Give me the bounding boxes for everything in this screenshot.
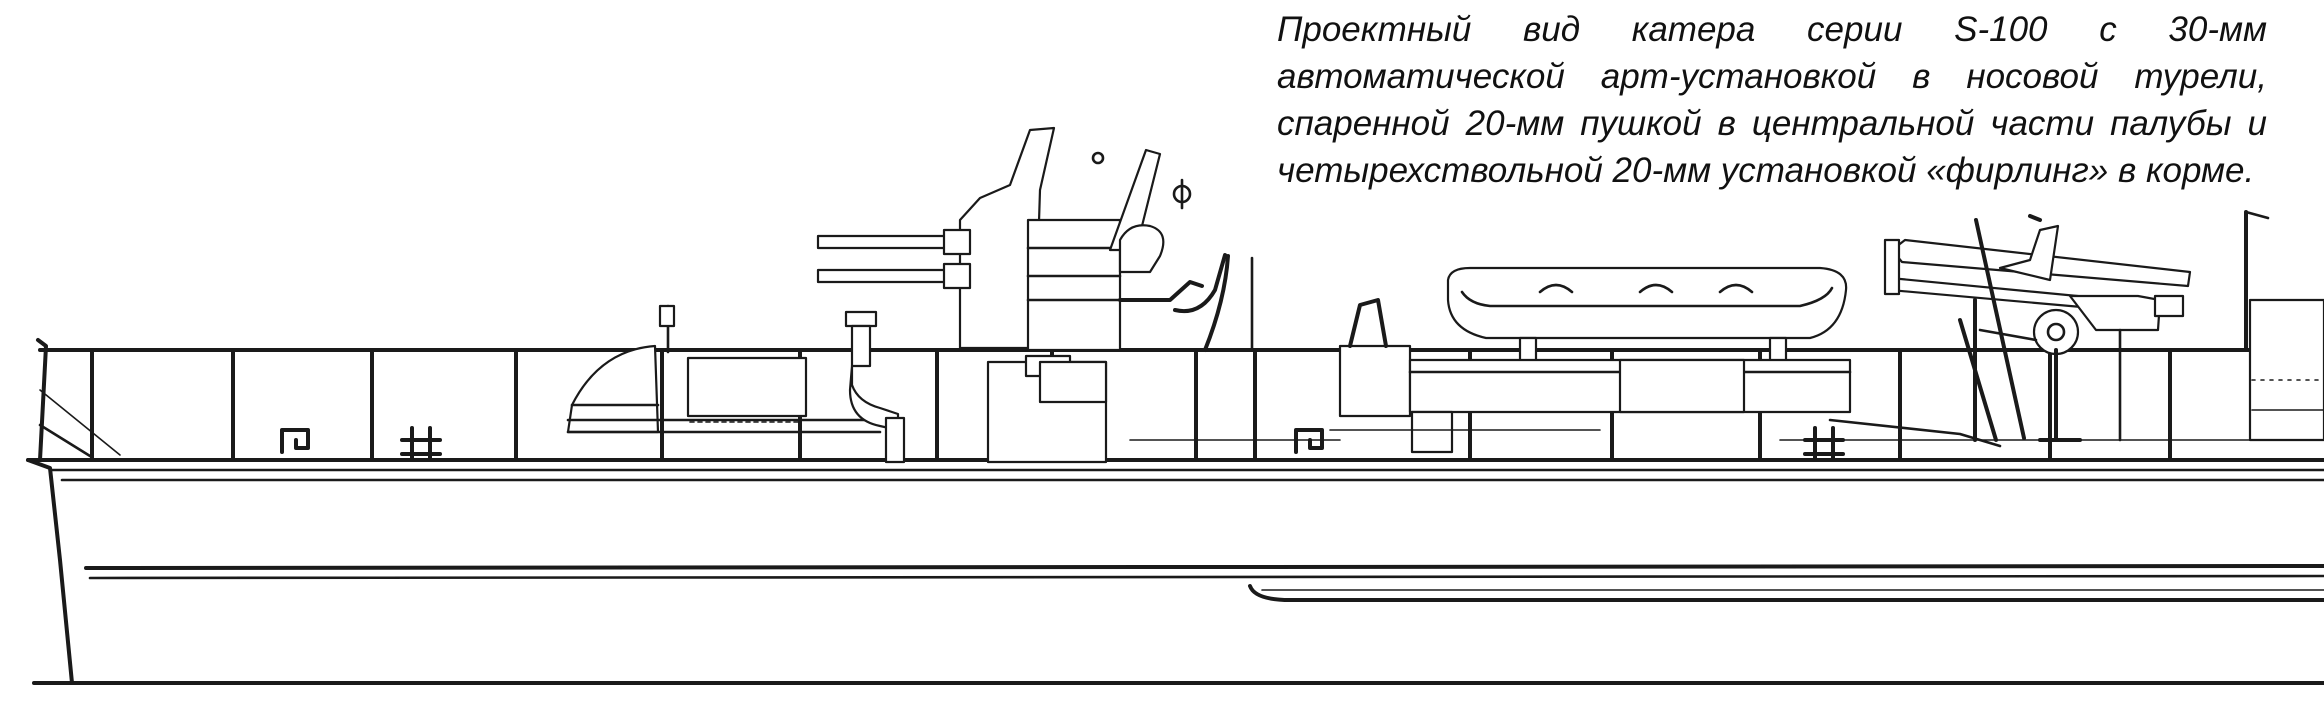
turret-dome <box>566 344 660 434</box>
dinghy-hull <box>1446 266 1848 340</box>
handwheel-arm <box>1173 253 1227 313</box>
deckhouse-fwd-box <box>1338 344 1412 418</box>
traverse-wheel-hub <box>2046 322 2066 342</box>
dinghy-handle <box>1638 283 1674 294</box>
deckhouse <box>1329 298 1852 454</box>
elevation-handle <box>1118 280 1204 302</box>
quad-muzzle-end <box>1883 238 1901 296</box>
traverse-wheel <box>2032 308 2080 356</box>
dinghy-handle <box>1718 283 1754 294</box>
bow-turret <box>566 304 882 434</box>
rubbing-strake-upper <box>84 564 2324 570</box>
bow-rail-stanchion <box>36 338 48 462</box>
deckhouse-step <box>1410 410 1454 454</box>
quad-sight-tip <box>2028 214 2042 222</box>
vent-base <box>884 416 906 464</box>
hull <box>26 458 2324 685</box>
twin-gun-mount <box>816 126 1254 464</box>
vent-cap <box>844 310 878 328</box>
sight-ring <box>1091 151 1105 165</box>
barrel-muzzle-housing <box>942 262 972 290</box>
deckhouse-hatch <box>1618 358 1746 414</box>
quad-brace <box>1978 328 2038 342</box>
dinghy-tube-line <box>1460 286 1834 308</box>
quad-leg <box>1974 218 2026 440</box>
chine-line <box>1248 584 2324 602</box>
cleat-fitting <box>1803 426 1845 462</box>
figure-caption: Проектный вид катера серии S-100 с 30-мм… <box>1277 10 2267 190</box>
guard-rail <box>36 338 2324 462</box>
stern-smoke-box <box>2248 298 2324 442</box>
inflatable-dinghy <box>1446 266 1848 368</box>
quad-deck-curve <box>1828 418 2002 448</box>
cleat-fitting <box>400 426 442 462</box>
rubbing-strake-lower <box>88 574 2324 580</box>
ready-locker <box>686 356 808 418</box>
deck-fittings <box>280 426 1845 462</box>
jack-flag <box>658 304 676 328</box>
vent-pipe <box>850 324 872 368</box>
quad-seat <box>2153 294 2185 318</box>
bow-rail-brace-2 <box>38 423 92 458</box>
bollard-fitting <box>1294 428 1324 454</box>
barrel-muzzle-housing <box>942 228 972 256</box>
quad-sight-post <box>1998 224 2060 282</box>
quad-cradle <box>2068 294 2162 332</box>
stern-structure <box>2244 210 2324 442</box>
shoulder-rest <box>1118 224 1165 274</box>
quad-gun-mount <box>1828 214 2192 448</box>
gun-cradle <box>1026 218 1122 352</box>
quad-leg <box>1958 318 1998 442</box>
dinghy-handle <box>1538 283 1574 294</box>
spray-deflector <box>1203 254 1230 352</box>
bow-stem <box>26 458 74 685</box>
stern-post-cap <box>2244 210 2270 220</box>
bollard-fitting <box>280 428 310 454</box>
ventilator <box>844 310 906 464</box>
hatch-cover <box>1348 298 1388 348</box>
mount-base-plate <box>1038 360 1108 404</box>
bow-rail-brace <box>39 389 121 456</box>
